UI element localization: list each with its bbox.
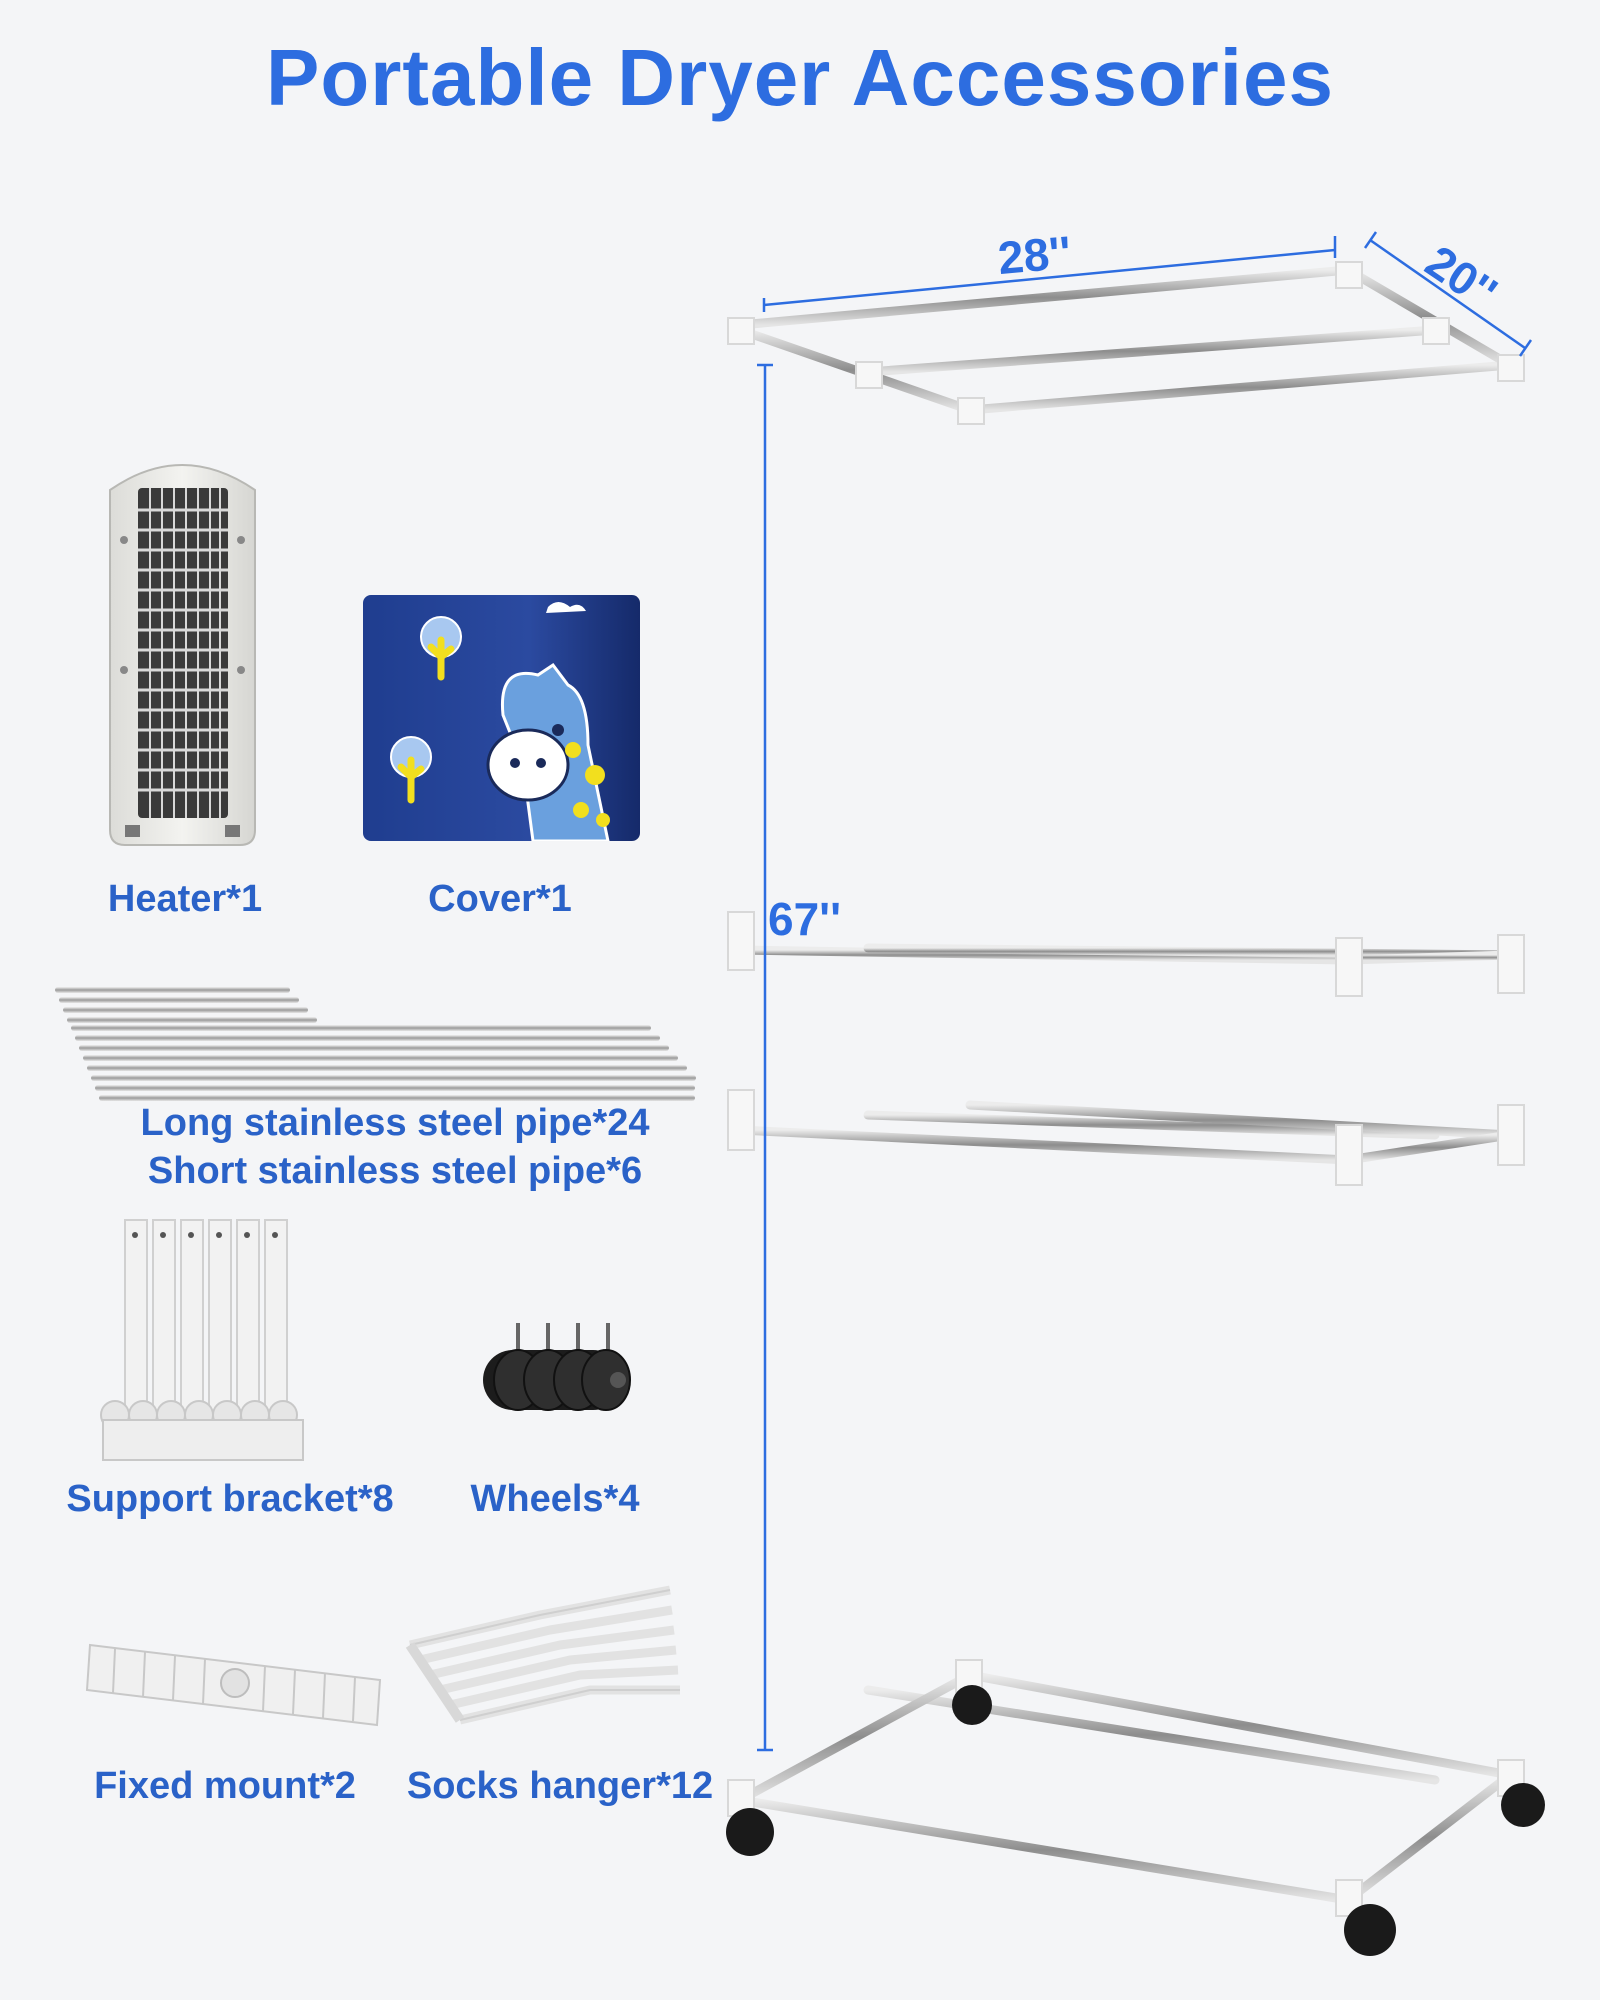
giraffe-cover-icon — [363, 595, 640, 841]
hanger-icon — [400, 1570, 685, 1750]
heater-label: Heater*1 — [107, 878, 263, 920]
page-title: Portable Dryer Accessories — [265, 33, 1335, 122]
width-dimension-label: 28'' — [995, 225, 1074, 285]
bracket-icon — [95, 1215, 310, 1465]
support-bracket-label: Support bracket*8 — [66, 1478, 394, 1520]
fixed-mount-label: Fixed mount*2 — [94, 1765, 356, 1807]
rack-frame-illustration — [720, 200, 1570, 1990]
steel-pipe-icon — [55, 985, 705, 1105]
long-pipe-label: Long stainless steel pipe*24 — [140, 1102, 650, 1144]
cover-label: Cover*1 — [428, 878, 572, 920]
mount-icon — [85, 1625, 385, 1735]
wheel-icon — [478, 1318, 638, 1423]
short-pipe-label: Short stainless steel pipe*6 — [147, 1150, 643, 1192]
socks-hanger-label: Socks hanger*12 — [406, 1765, 714, 1807]
heater-icon — [100, 450, 265, 850]
wheels-label: Wheels*4 — [470, 1478, 640, 1520]
height-dimension-label: 67'' — [768, 893, 842, 945]
